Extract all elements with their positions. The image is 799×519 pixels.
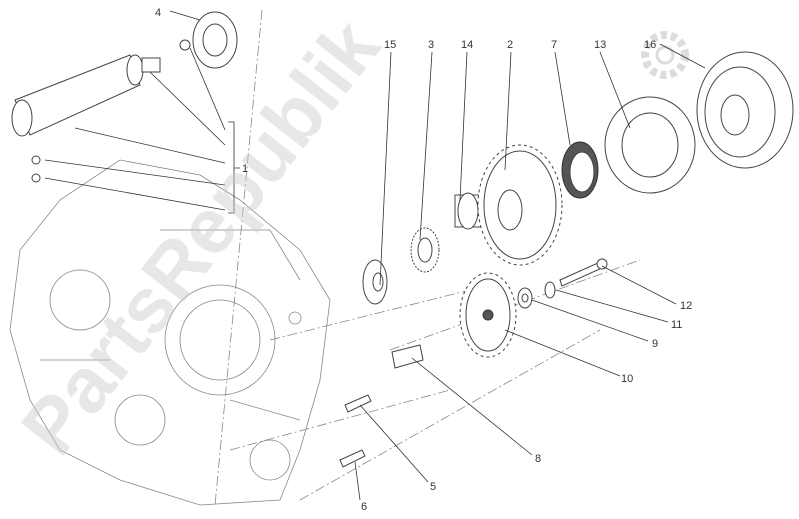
callout-2: 2 <box>507 39 513 51</box>
gear-logo-icon <box>641 31 689 79</box>
intermediate-gear <box>459 272 517 358</box>
callout-5: 5 <box>430 481 436 493</box>
screw <box>559 261 603 287</box>
callout-8: 8 <box>535 453 541 465</box>
callout-9: 9 <box>652 338 658 350</box>
bolt <box>344 394 372 413</box>
callout-7: 7 <box>551 39 557 51</box>
flywheel <box>696 51 794 169</box>
callout-13: 13 <box>594 39 606 51</box>
seal-gasket <box>192 11 238 69</box>
needle-bearing <box>410 227 440 273</box>
callout-4: 4 <box>155 7 161 19</box>
callout-12: 12 <box>680 300 692 312</box>
idler-gear <box>477 144 563 266</box>
flywheel-ring <box>604 96 696 194</box>
thrust-washer <box>362 259 388 305</box>
crankcase <box>9 159 331 506</box>
bolt <box>339 449 366 468</box>
callout-16: 16 <box>644 39 656 51</box>
callout-10: 10 <box>621 373 633 385</box>
freewheel-clutch <box>561 141 599 199</box>
callout-11: 11 <box>671 319 682 331</box>
callout-6: 6 <box>361 501 367 513</box>
callout-1: 1 <box>242 163 248 175</box>
callout-14: 14 <box>461 39 473 51</box>
callout-3: 3 <box>428 39 434 51</box>
callout-15: 15 <box>384 39 396 51</box>
gear-shaft <box>391 344 424 369</box>
starter-motor <box>11 39 191 183</box>
